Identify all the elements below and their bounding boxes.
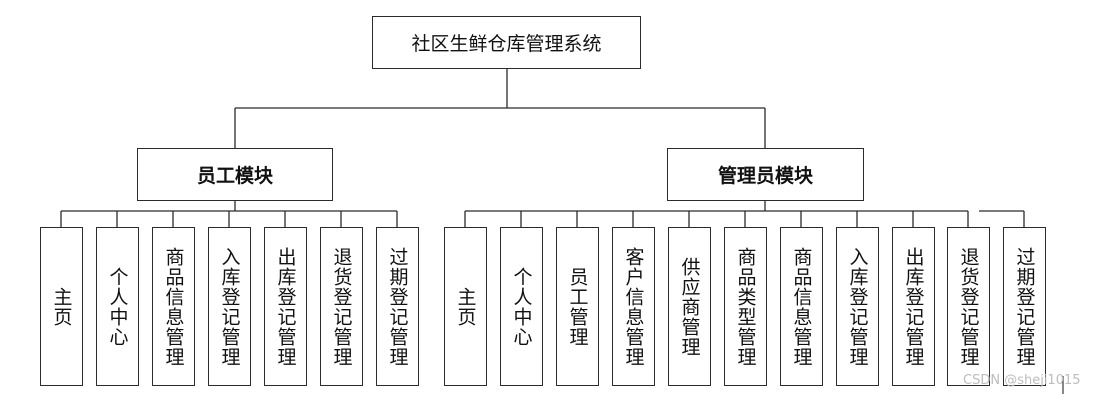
leaf-node-label: 入库登记管理 (218, 246, 241, 367)
module-node-label: 员工模块 (196, 165, 273, 187)
leaf-node-label: 商品类型管理 (734, 246, 757, 367)
leaf-node-label: 客户信息管理 (622, 246, 645, 367)
module-node-staff: 员工模块 (137, 148, 333, 201)
leaf-node-staff-expiry: 过期登记管理 (376, 227, 419, 386)
leaf-node-admin-returns: 退货登记管理 (947, 227, 990, 386)
leaf-node-admin-inbound: 入库登记管理 (836, 227, 879, 386)
module-node-admin: 管理员模块 (667, 148, 864, 201)
leaf-node-label: 过期登记管理 (1013, 246, 1036, 367)
leaf-node-label: 个人中心 (106, 266, 129, 347)
leaf-node-admin-expiry: 过期登记管理 (1003, 227, 1046, 386)
leaf-node-staff-outbound: 出库登记管理 (264, 227, 307, 386)
leaf-node-staff-product-info: 商品信息管理 (152, 227, 195, 386)
leaf-node-label: 出库登记管理 (274, 246, 297, 367)
leaf-node-staff-home: 主页 (40, 227, 83, 386)
leaf-node-label: 过期登记管理 (386, 246, 409, 367)
leaf-node-label: 入库登记管理 (846, 246, 869, 367)
leaf-node-admin-suppliers: 供应商管理 (668, 227, 711, 386)
leaf-node-admin-profile: 个人中心 (500, 227, 543, 386)
leaf-node-admin-product-info: 商品信息管理 (780, 227, 823, 386)
leaf-node-label: 商品信息管理 (162, 246, 185, 367)
leaf-node-label: 出库登记管理 (902, 246, 925, 367)
leaf-node-label: 退货登记管理 (957, 246, 980, 367)
leaf-node-admin-customers: 客户信息管理 (612, 227, 655, 386)
watermark: CSDN @sheji1015 (963, 373, 1081, 388)
root-node: 社区生鲜仓库管理系统 (372, 16, 641, 69)
leaf-node-label: 商品信息管理 (790, 246, 813, 367)
leaf-node-admin-product-types: 商品类型管理 (724, 227, 767, 386)
leaf-node-staff-inbound: 入库登记管理 (208, 227, 251, 386)
leaf-node-label: 员工管理 (566, 266, 589, 347)
leaf-node-label: 个人中心 (510, 266, 533, 347)
leaf-node-label: 主页 (50, 286, 73, 327)
root-node-label: 社区生鲜仓库管理系统 (411, 33, 602, 55)
leaf-node-admin-home: 主页 (444, 227, 487, 386)
module-node-label: 管理员模块 (717, 165, 813, 187)
leaf-node-label: 退货登记管理 (330, 246, 353, 367)
leaf-node-admin-outbound: 出库登记管理 (892, 227, 935, 386)
leaf-node-staff-returns: 退货登记管理 (320, 227, 363, 386)
leaf-node-label: 主页 (454, 286, 477, 327)
leaf-node-label: 供应商管理 (678, 256, 701, 357)
leaf-node-admin-staff: 员工管理 (556, 227, 599, 386)
leaf-node-staff-profile: 个人中心 (96, 227, 139, 386)
